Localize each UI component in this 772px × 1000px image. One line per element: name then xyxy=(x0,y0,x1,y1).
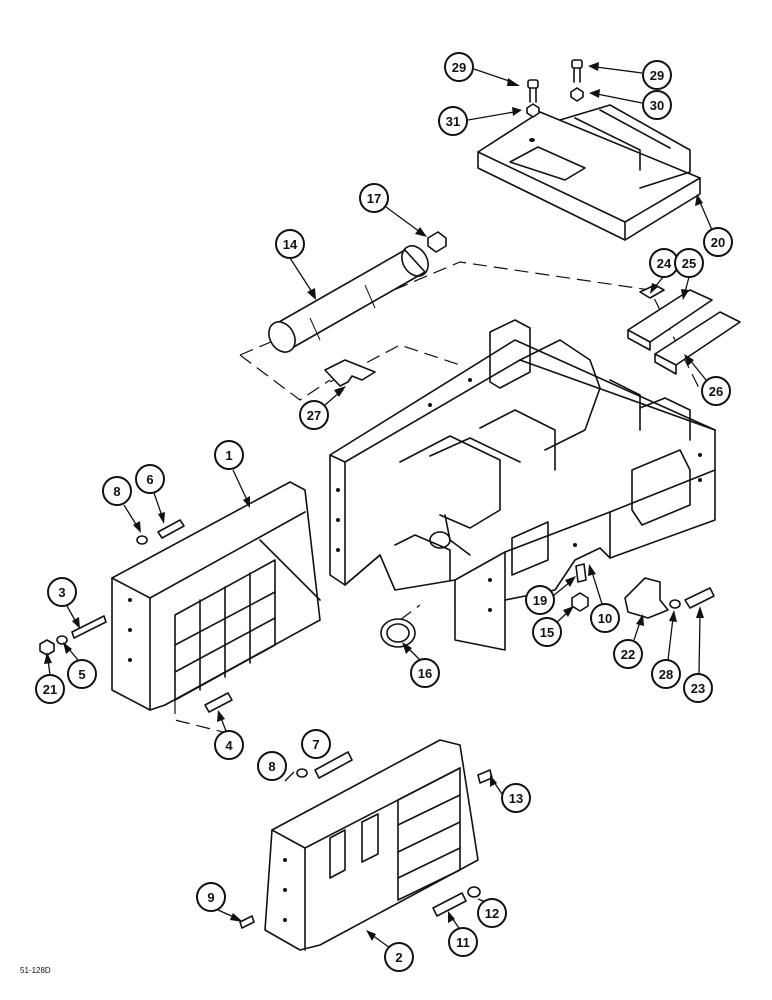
callout-15: 15 xyxy=(532,606,574,647)
callout-label: 5 xyxy=(78,667,85,682)
callout-label: 25 xyxy=(682,256,696,271)
part-upper-support-frame xyxy=(111,481,321,711)
callout-label: 29 xyxy=(650,68,664,83)
callout-2: 2 xyxy=(366,930,414,972)
callout-label: 30 xyxy=(650,98,664,113)
callout-5: 5 xyxy=(63,642,97,689)
callout-label: 22 xyxy=(621,647,635,662)
drawing-code: 51-128D xyxy=(20,966,51,975)
callout-29b: 29 xyxy=(588,60,672,90)
part-key xyxy=(324,359,376,387)
callout-30: 30 xyxy=(589,89,672,120)
part-rails xyxy=(627,284,741,375)
callout-13: 13 xyxy=(490,775,531,813)
part-stud-and-nut xyxy=(571,563,589,612)
callout-label: 6 xyxy=(146,472,153,487)
callout-25: 25 xyxy=(674,248,704,300)
callout-label: 20 xyxy=(711,235,725,250)
callout-label: 28 xyxy=(659,667,673,682)
callout-24: 24 xyxy=(649,248,679,294)
callout-layer: 29 29 30 31 20 17 14 xyxy=(35,52,733,972)
callout-label: 7 xyxy=(312,737,319,752)
callout-8a: 8 xyxy=(102,476,141,533)
callout-label: 9 xyxy=(207,890,214,905)
callout-21: 21 xyxy=(35,652,65,704)
callout-label: 17 xyxy=(367,191,381,206)
callout-11: 11 xyxy=(448,911,478,957)
callout-10: 10 xyxy=(588,564,620,633)
part-cover-plate xyxy=(477,104,701,241)
callout-label: 31 xyxy=(446,114,460,129)
part-small-fasteners xyxy=(39,519,493,929)
callout-31: 31 xyxy=(438,106,522,136)
callout-7: 7 xyxy=(301,729,331,759)
callout-label: 24 xyxy=(657,256,672,271)
part-main-housing xyxy=(329,319,716,651)
callout-label: 16 xyxy=(418,666,432,681)
part-bracket-washer-bolt xyxy=(624,577,715,619)
part-top-bolts xyxy=(526,59,584,118)
callout-23: 23 xyxy=(683,606,713,703)
part-shaft xyxy=(268,245,429,353)
callout-20: 20 xyxy=(695,194,733,257)
callout-3: 3 xyxy=(47,577,80,629)
callout-label: 15 xyxy=(540,625,554,640)
part-lower-support-frame xyxy=(264,739,479,951)
callout-label: 13 xyxy=(509,791,523,806)
callout-14: 14 xyxy=(275,229,316,300)
callout-label: 21 xyxy=(43,682,57,697)
part-plug xyxy=(427,231,447,253)
callout-label: 8 xyxy=(268,759,275,774)
callout-label: 12 xyxy=(485,906,499,921)
callout-label: 11 xyxy=(456,935,470,950)
callout-label: 4 xyxy=(225,738,233,753)
callout-label: 8 xyxy=(113,484,120,499)
callout-1: 1 xyxy=(214,440,250,508)
callout-label: 3 xyxy=(58,585,65,600)
callout-label: 19 xyxy=(533,593,547,608)
callout-4: 4 xyxy=(214,710,244,760)
callout-label: 27 xyxy=(307,408,321,423)
callout-label: 1 xyxy=(225,448,232,463)
callout-19: 19 xyxy=(525,576,576,615)
callout-label: 29 xyxy=(452,60,466,75)
callout-label: 2 xyxy=(395,950,402,965)
callout-28: 28 xyxy=(651,610,681,689)
part-seal-ring xyxy=(380,618,416,648)
callout-27: 27 xyxy=(299,386,346,430)
callout-9: 9 xyxy=(196,882,243,922)
callout-label: 10 xyxy=(598,611,612,626)
callout-label: 26 xyxy=(709,384,723,399)
callout-6: 6 xyxy=(135,464,165,524)
callout-16: 16 xyxy=(402,642,440,688)
callout-label: 23 xyxy=(691,681,705,696)
callout-label: 14 xyxy=(283,237,298,252)
callout-8b: 8 xyxy=(257,751,295,782)
callout-12: 12 xyxy=(477,898,507,928)
callout-22: 22 xyxy=(613,614,644,669)
callout-29a: 29 xyxy=(444,52,520,86)
callout-26: 26 xyxy=(684,354,731,406)
callout-17: 17 xyxy=(359,183,427,237)
